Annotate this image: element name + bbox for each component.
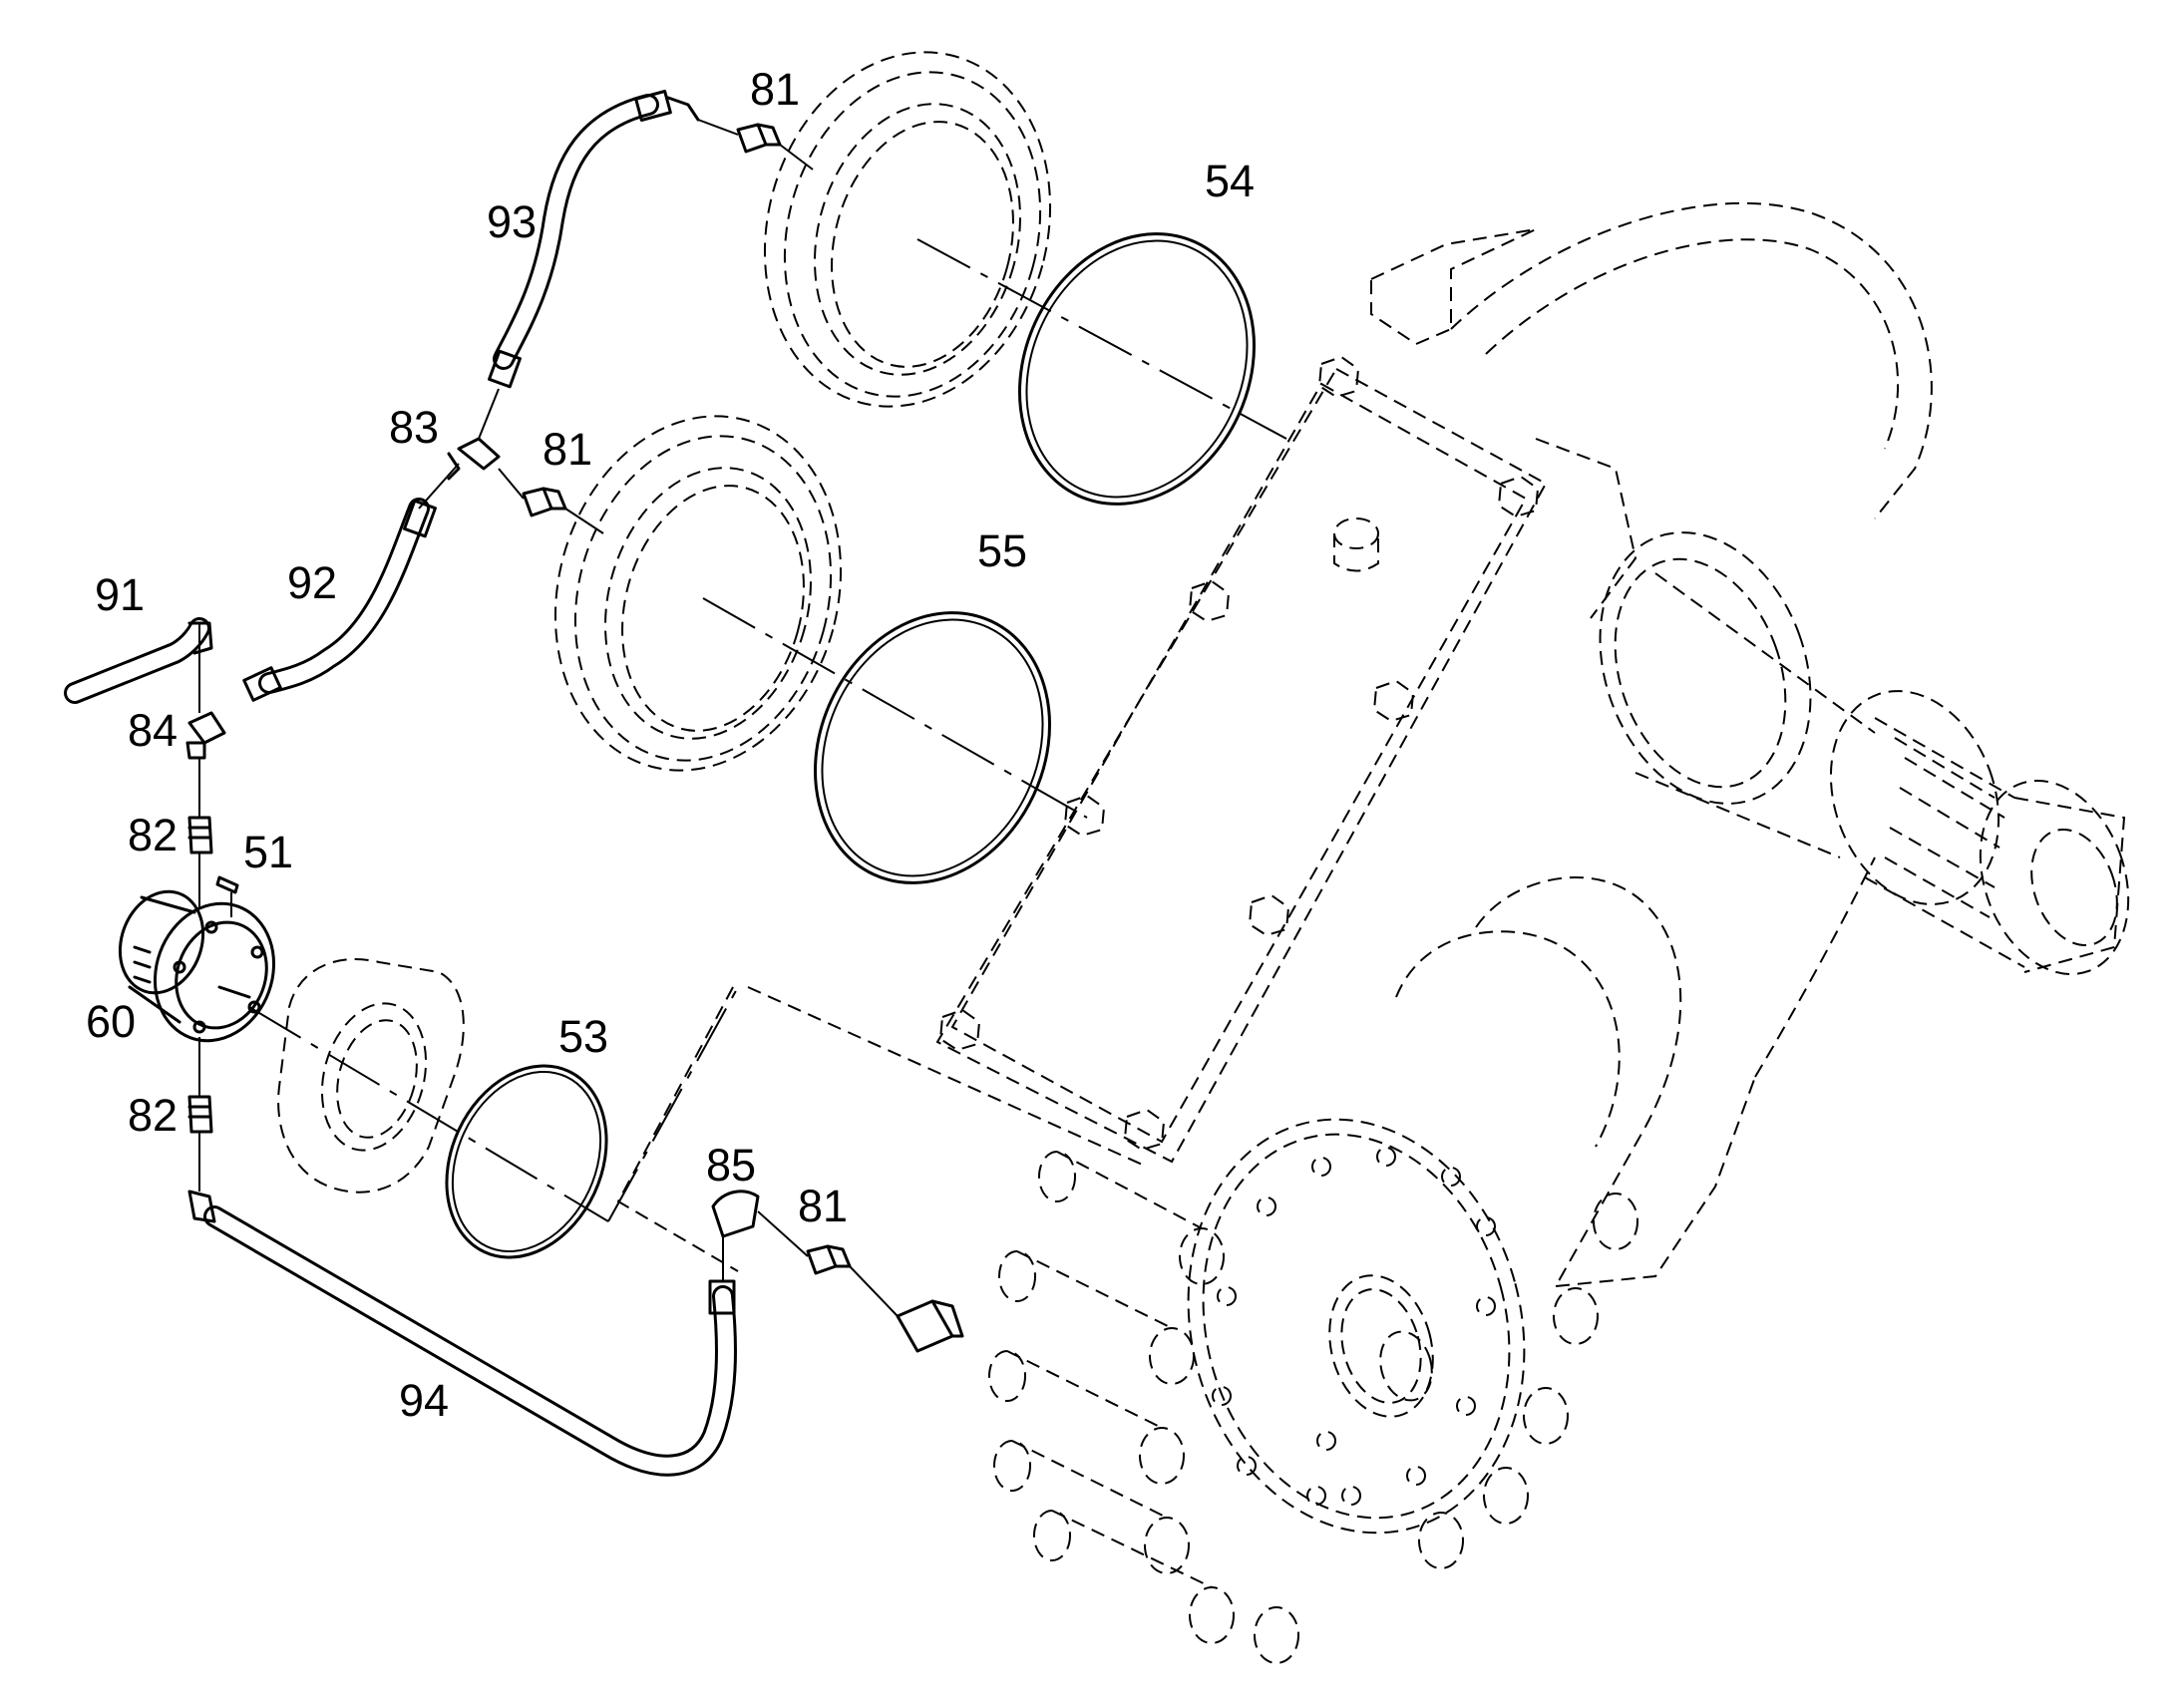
callout-81-mid: 81: [543, 424, 592, 475]
fittings: [185, 123, 964, 1353]
callout-85: 85: [706, 1140, 756, 1191]
hub-assembly-60: [118, 889, 276, 1043]
key-51: [215, 875, 239, 894]
callout-53: 53: [558, 1011, 608, 1062]
callout-81-bottom: 81: [798, 1181, 848, 1231]
center-lines: [248, 238, 1287, 1222]
pipe-91: [64, 617, 213, 704]
callout-labels: 81 54 93 83 81 55 91 92 84 82 51 60 53 8…: [86, 64, 1255, 1426]
callout-82-top: 82: [128, 810, 178, 860]
cover-plate: [935, 355, 1548, 1164]
drum-assembly: [988, 1118, 1638, 1664]
callout-51: 51: [243, 827, 293, 877]
callout-55: 55: [977, 525, 1027, 576]
connection-lines: [198, 119, 899, 1317]
callout-84: 84: [128, 705, 178, 756]
output-shaft: [1599, 531, 2130, 975]
drum-holes: [1212, 1147, 1496, 1506]
callout-54: 54: [1205, 156, 1255, 206]
hose-94: [187, 1190, 737, 1477]
o-ring-53: [445, 1064, 608, 1259]
callout-91: 91: [95, 569, 145, 620]
callout-82-bottom: 82: [128, 1090, 178, 1141]
callout-81-top: 81: [750, 64, 800, 115]
seal-plate-lower: [277, 958, 465, 1194]
o-rings: [445, 232, 1256, 1259]
callout-83: 83: [389, 402, 439, 453]
gearbox-housing: [616, 201, 1933, 1287]
o-ring-55: [814, 611, 1051, 884]
seal-plate-middle: [553, 415, 843, 772]
cover-bolts: [938, 355, 1540, 1152]
callout-94: 94: [399, 1375, 449, 1426]
callout-93: 93: [487, 196, 537, 247]
o-ring-54: [1018, 232, 1256, 506]
hose-92: [242, 498, 437, 702]
drum-studs: [988, 1151, 1638, 1664]
seal-plate-upper: [763, 51, 1052, 408]
callout-60: 60: [86, 996, 136, 1047]
callout-92: 92: [287, 557, 337, 608]
cover-plug: [1333, 517, 1379, 572]
hose-93: [488, 89, 700, 389]
